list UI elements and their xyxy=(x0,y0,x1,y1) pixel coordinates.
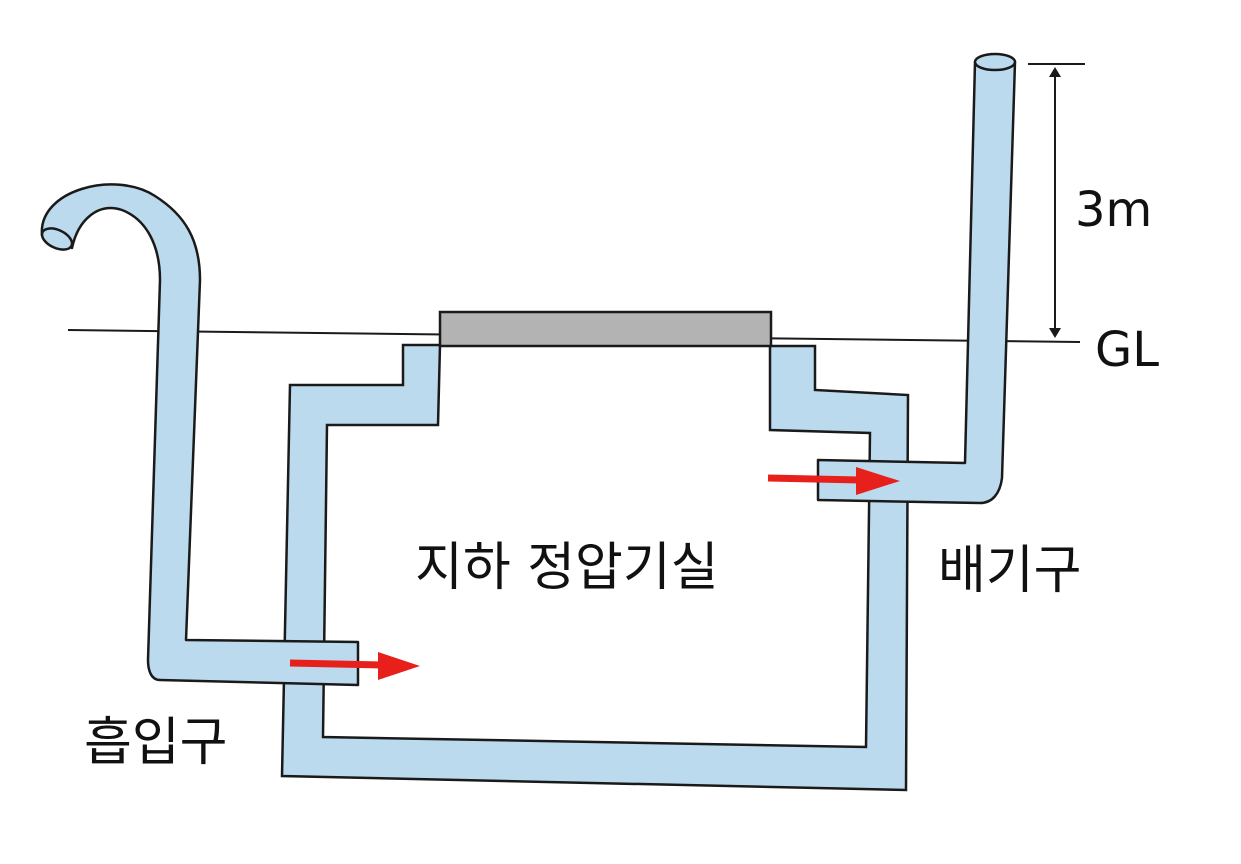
room-wall xyxy=(280,343,910,792)
intake-pipe-opening xyxy=(40,227,74,251)
exhaust-pipe xyxy=(816,60,1017,505)
manhole-lid xyxy=(438,310,773,348)
ground-level-label: GL xyxy=(1095,322,1159,378)
exhaust-pipe-opening xyxy=(973,52,1017,72)
height-label: 3m xyxy=(1075,182,1152,238)
intake-flow-arrow xyxy=(289,652,420,680)
intake-pipe xyxy=(40,183,360,687)
exhaust-flow-arrow xyxy=(767,467,900,495)
exhaust-label: 배기구 xyxy=(938,541,1082,601)
intake-label: 흡입구 xyxy=(84,713,228,773)
room-label: 지하 정압기실 xyxy=(415,538,719,598)
